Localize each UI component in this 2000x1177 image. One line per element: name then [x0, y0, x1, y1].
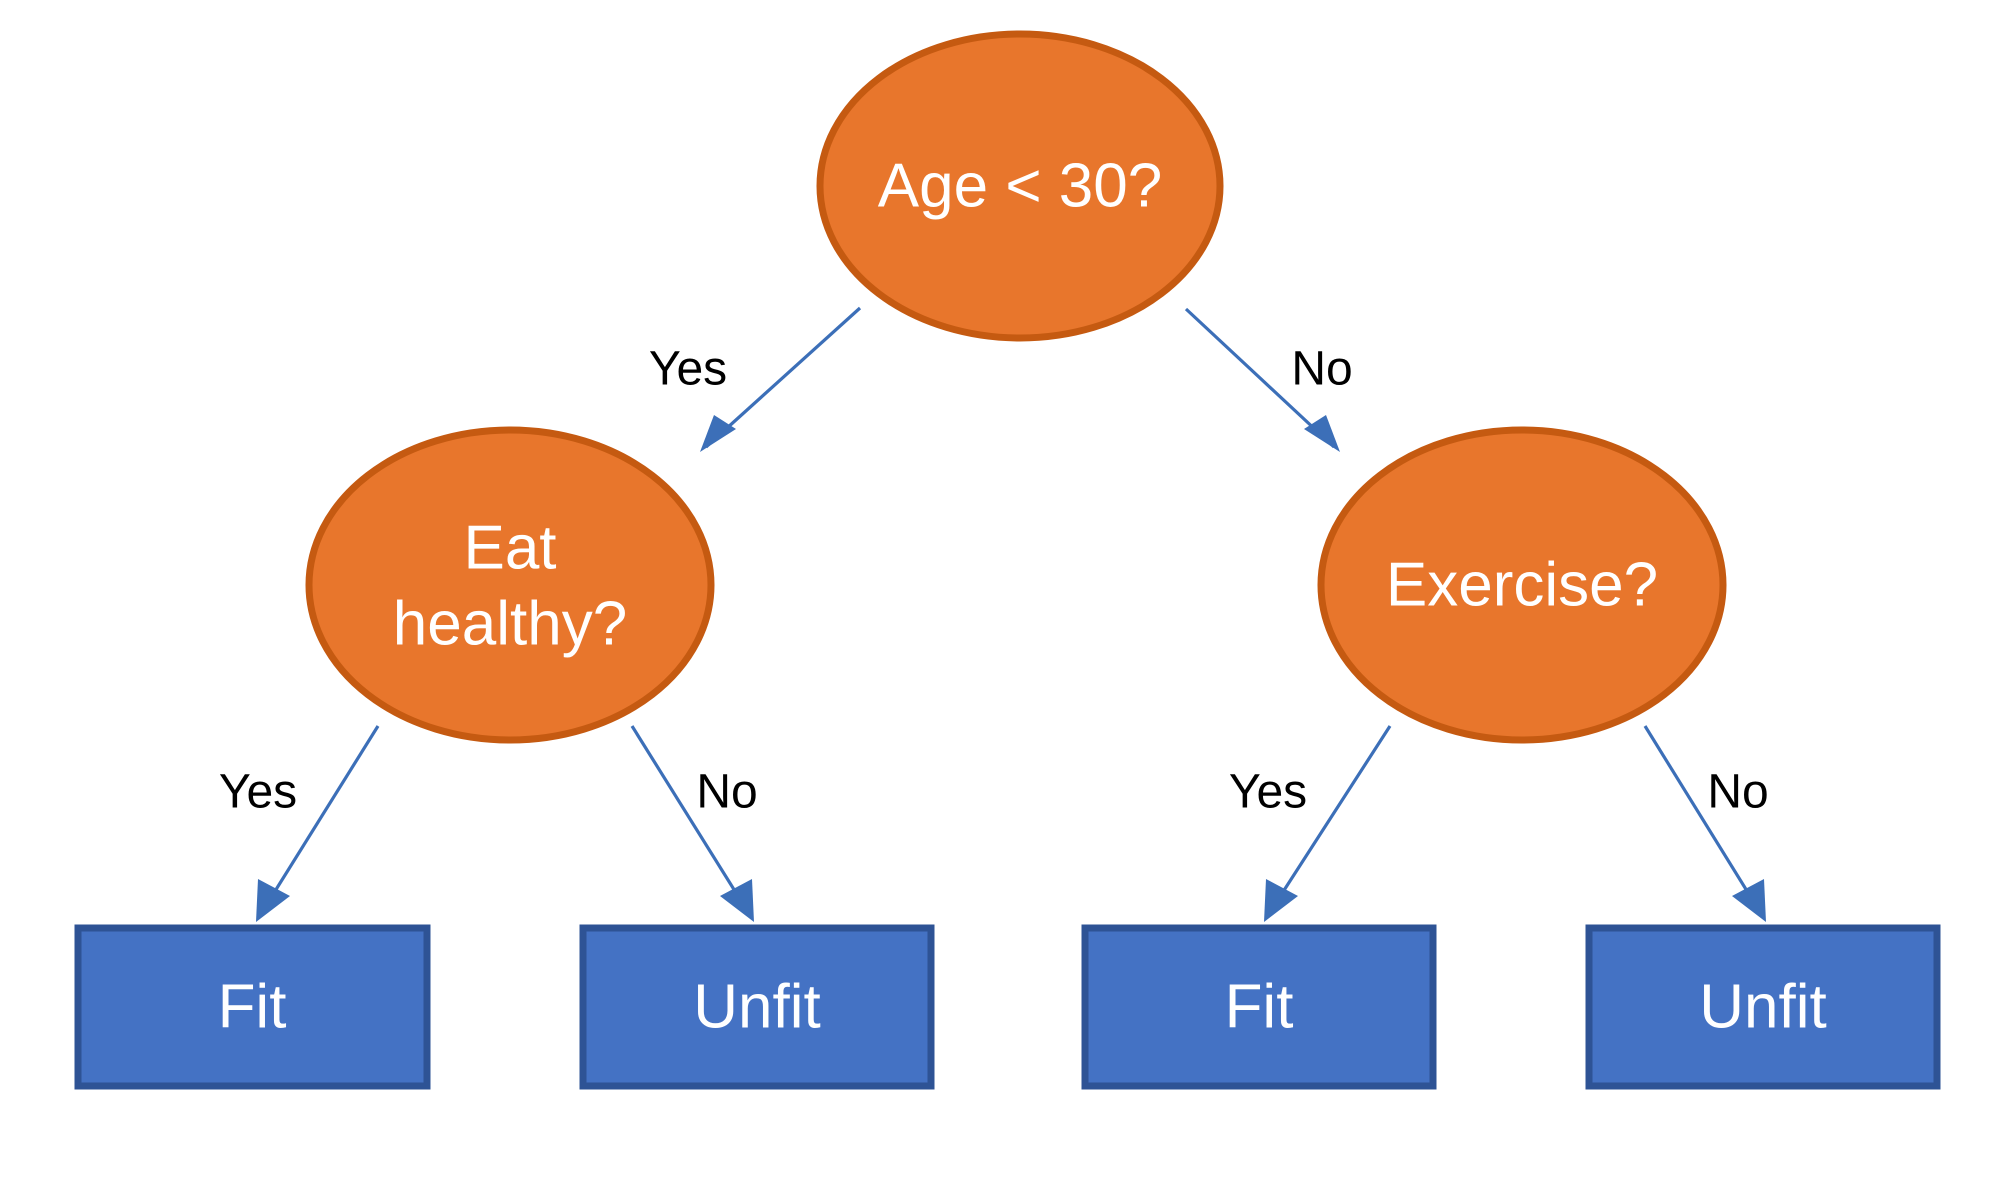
arrowhead-root-yes — [700, 415, 736, 452]
edge-line-eat-no — [630, 725, 750, 913]
node-leaf-unfit-2-label: Unfit — [1699, 972, 1826, 1041]
edge-label-eat-yes: Yes — [219, 766, 297, 819]
node-root-label: Age < 30? — [878, 151, 1162, 220]
node-leaf-fit-2-shape — [1081, 924, 1437, 1090]
node-leaf-unfit-2[interactable]: Unfit — [1585, 924, 1941, 1090]
edge-label-root-yes: Yes — [649, 343, 727, 396]
node-leaf-fit-1-label: Fit — [218, 972, 287, 1041]
edge-line-root-no — [1184, 307, 1336, 449]
edge-label-root-no: No — [1291, 343, 1352, 396]
node-eat-healthy-shape — [305, 426, 715, 744]
arrowhead-exercise-no — [1732, 879, 1766, 922]
node-leaf-fit-1-shape — [74, 924, 431, 1090]
node-eat-healthy[interactable]: Eat healthy? — [305, 426, 715, 744]
edge-eat-yes[interactable] — [256, 725, 380, 922]
edge-line-eat-yes — [260, 725, 380, 913]
node-exercise-shape — [1317, 426, 1727, 744]
arrowhead-eat-yes — [256, 879, 290, 922]
edge-root-no[interactable] — [1184, 307, 1340, 452]
edge-label-group: Yes No Yes No Yes No — [219, 343, 1769, 819]
edge-line-exercise-yes — [1268, 725, 1392, 913]
node-leaf-unfit-1[interactable]: Unfit — [579, 924, 935, 1090]
edge-eat-no[interactable] — [630, 725, 754, 922]
node-leaf-unfit-1-label: Unfit — [693, 972, 820, 1041]
node-root-shape — [816, 30, 1224, 342]
node-leaf-fit-1[interactable]: Fit — [74, 924, 431, 1090]
edge-exercise-yes[interactable] — [1264, 725, 1392, 922]
node-root[interactable]: Age < 30? — [816, 30, 1224, 342]
edge-line-root-yes — [704, 306, 862, 449]
node-eat-healthy-label-line1: Eat — [463, 513, 556, 582]
node-exercise[interactable]: Exercise? — [1317, 426, 1727, 744]
edge-exercise-no[interactable] — [1643, 725, 1766, 922]
edge-root-yes[interactable] — [700, 306, 862, 452]
node-leaf-fit-2-label: Fit — [1225, 972, 1294, 1041]
arrowhead-exercise-yes — [1264, 879, 1298, 922]
arrowhead-eat-no — [720, 879, 754, 922]
edge-label-exercise-yes: Yes — [1229, 766, 1307, 819]
edge-label-exercise-no: No — [1707, 766, 1768, 819]
edge-label-eat-no: No — [696, 766, 757, 819]
node-leaf-unfit-1-shape — [579, 924, 935, 1090]
node-leaf-fit-2[interactable]: Fit — [1081, 924, 1437, 1090]
edge-line-exercise-no — [1643, 725, 1762, 913]
node-exercise-label: Exercise? — [1386, 550, 1658, 619]
node-leaf-unfit-2-shape — [1585, 924, 1941, 1090]
arrowhead-root-no — [1304, 415, 1340, 452]
node-eat-healthy-label-line2: healthy? — [393, 589, 627, 658]
edge-group — [256, 306, 1766, 922]
